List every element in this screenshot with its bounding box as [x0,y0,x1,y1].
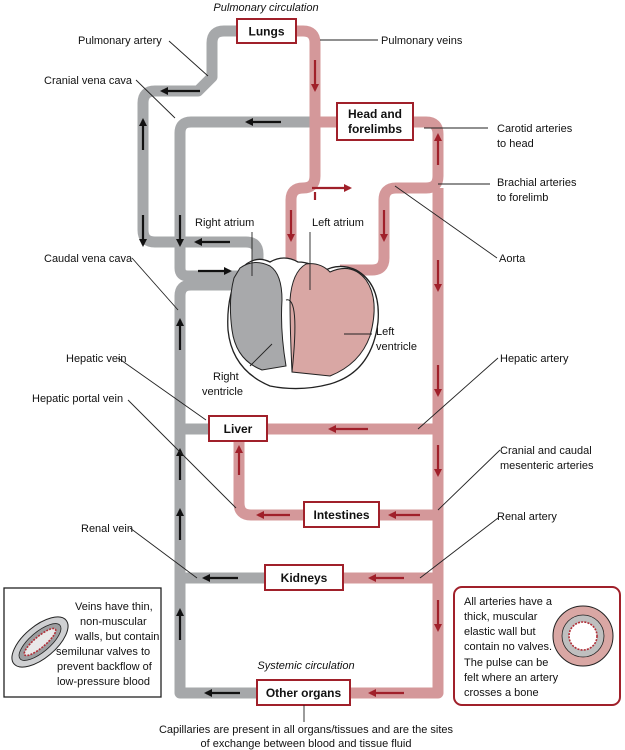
flow-arrows [139,60,442,697]
cranial-vena-cava-vessel [174,116,322,282]
pulmonary-circulation-title: Pulmonary circulation [213,2,318,14]
artery-note-line-6: felt where an artery [464,672,559,684]
organ-box-other: Other organs [256,679,351,706]
organ-label-other: Other organs [266,686,342,700]
label-brachial-2: to forelimb [497,192,548,204]
label-left-atrium: Left atrium [312,217,364,229]
caption-line-2: of exchange between blood and tissue flu… [201,738,412,750]
caption-line-1: Capillaries are present in all organs/ti… [159,724,454,736]
label-right-ventricle-1: Right [213,371,239,383]
organ-box-head: Head and forelimbs [336,102,414,141]
artery-note-box: All arteries have a thick, muscular elas… [453,586,621,706]
label-pulmonary-veins: Pulmonary veins [381,35,463,47]
artery-note-line-3: elastic wall but [464,626,536,638]
artery-note-line-1: All arteries have a [464,596,553,608]
leader-lines [117,39,501,579]
vein-note-box: Veins have thin, non-muscular walls, but… [3,587,162,698]
vein-note-line-2: non-muscular [80,616,147,628]
artery-note-line-5: The pulse can be [464,657,548,669]
organ-label-head-2: forelimbs [348,122,402,136]
caudal-vena-cava-vessel [174,279,258,699]
right-heart-chambers [229,262,287,371]
label-mesenteric-1: Cranial and caudal [500,445,592,457]
organ-label-kidneys: Kidneys [281,571,328,585]
left-heart-chambers [289,263,375,377]
organ-box-liver: Liver [208,415,268,442]
label-hepatic-vein: Hepatic vein [66,353,127,365]
vein-note-line-5: prevent backflow of [57,661,153,673]
artery-note-line-7: crosses a bone [464,687,539,699]
septum [285,299,296,373]
label-renal-artery: Renal artery [497,511,557,523]
organ-box-intestines: Intestines [303,501,380,528]
label-carotid-2: to head [497,138,534,150]
vein-note-line-6: low-pressure blood [57,676,150,688]
label-carotid-1: Carotid arteries [497,123,573,135]
pulmonary-veins-vessel [296,25,337,128]
organ-label-head-1: Head and [348,107,402,121]
pulmonary-vein-to-atrium [285,122,321,262]
vein-cross-section-icon [11,616,69,668]
organ-label-lungs: Lungs [249,25,285,39]
descending-aorta-vessel [349,188,444,699]
label-right-atrium: Right atrium [195,217,254,229]
label-left-ventricle-2: ventricle [376,341,417,353]
systemic-circulation-title: Systemic circulation [257,660,354,672]
organ-label-liver: Liver [224,422,253,436]
artery-note-line-2: thick, muscular [464,611,538,623]
vein-note-line-3: walls, but contain [74,631,159,643]
label-hepatic-portal-vein: Hepatic portal vein [32,393,123,405]
label-mesenteric-2: mesenteric arteries [500,460,594,472]
label-caudal-vena-cava: Caudal vena cava [44,253,133,265]
artery-note-line-4: contain no valves. [464,641,552,653]
label-right-ventricle-2: ventricle [202,386,243,398]
vein-note-line-1: Veins have thin, [75,601,153,613]
organ-box-lungs: Lungs [236,18,297,44]
pulmonary-artery-vessel [137,25,264,276]
label-hepatic-artery: Hepatic artery [500,353,569,365]
label-aorta: Aorta [499,253,526,265]
label-cranial-vena-cava: Cranial vena cava [44,75,133,87]
organ-label-intestines: Intestines [313,508,369,522]
label-brachial-1: Brachial arteries [497,177,577,189]
label-pulmonary-artery: Pulmonary artery [78,35,162,47]
organ-box-kidneys: Kidneys [264,564,344,591]
artery-cross-section-icon [552,605,614,667]
heart [227,257,379,390]
label-renal-vein: Renal vein [81,523,133,535]
vein-note-line-4: semilunar valves to [56,646,150,658]
aortic-arch-vessel [340,116,444,276]
label-left-ventricle-1: Left [376,326,394,338]
